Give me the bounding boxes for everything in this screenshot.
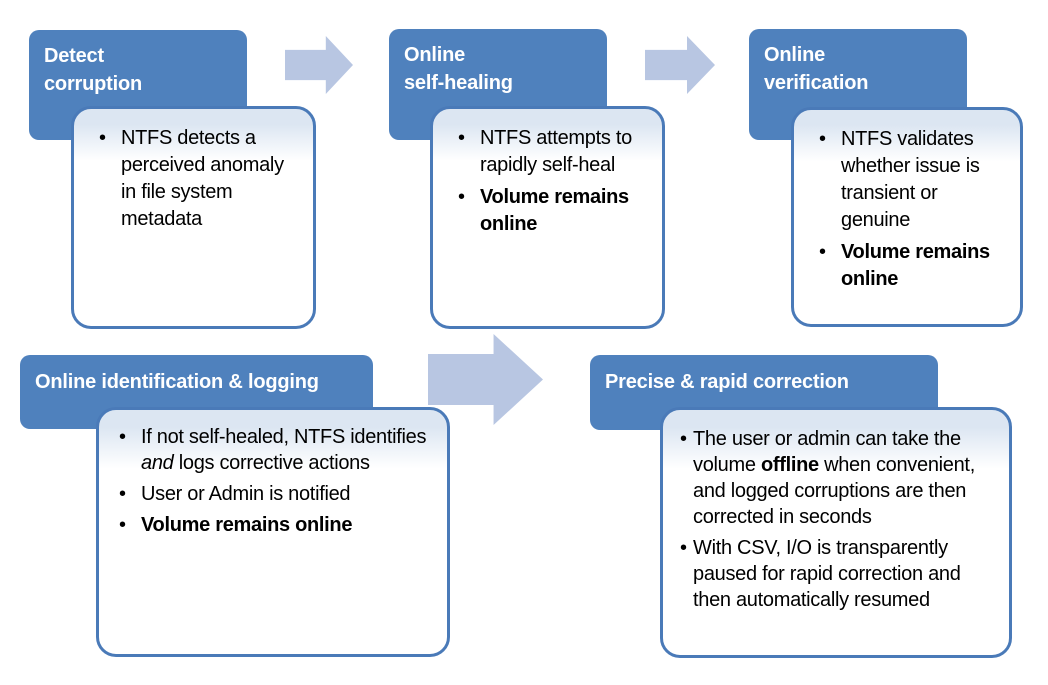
bullet-marker-icon: • [819,241,826,263]
bullet-item: • If not self-healed, NTFS identifies and… [119,424,435,476]
bullet-item: • Volume remains online [458,184,650,238]
bullet-list: • If not self-healed, NTFS identifies and… [119,424,435,538]
step-content-body: • NTFS validates whether issue is transie… [794,110,1020,308]
bullet-item: • Volume remains online [119,512,435,538]
bullet-list: • NTFS validates whether issue is transie… [819,126,1010,293]
bullet-item: • The user or admin can take the volume o… [680,426,999,530]
flow-arrow-right-icon [285,36,353,94]
bullet-text: The user or admin can take the volume of… [693,428,975,528]
step-content-body: • The user or admin can take the volume o… [663,410,1009,628]
bullet-list: • The user or admin can take the volume o… [680,426,999,613]
bullet-marker-icon: • [458,186,465,208]
bullet-item: • NTFS validates whether issue is transie… [819,126,1010,234]
bullet-text: NTFS validates whether issue is transien… [841,128,980,231]
step-content-online-identification-logging: • If not self-healed, NTFS identifies and… [96,407,450,657]
step-content-online-self-healing: • NTFS attempts to rapidly self-heal • Volu… [430,106,665,329]
bullet-item: • Volume remains online [819,239,1010,293]
bullet-text: NTFS attempts to rapidly self-heal [480,127,632,176]
bullet-marker-icon: • [119,483,126,505]
bullet-marker-icon: • [458,127,465,149]
bullet-marker-icon: • [119,514,126,536]
bullet-item: • NTFS attempts to rapidly self-heal [458,125,650,179]
flow-arrow-right-icon [645,36,715,94]
bullet-text: If not self-healed, NTFS identifies and … [141,426,427,474]
step-content-precise-rapid-correction: • The user or admin can take the volume o… [660,407,1012,658]
bullet-list: • NTFS detects a perceived anomaly in fil… [99,125,297,233]
bullet-text: NTFS detects a perceived anomaly in file… [121,127,284,230]
step-content-online-verification: • NTFS validates whether issue is transie… [791,107,1023,327]
bullet-text: Volume remains online [141,514,353,536]
step-content-body: • If not self-healed, NTFS identifies and… [99,410,447,553]
bullet-item: • With CSV, I/O is transparently paused f… [680,535,999,613]
bullet-text: Volume remains online [480,186,629,235]
bullet-marker-icon: • [680,428,687,450]
bullet-list: • NTFS attempts to rapidly self-heal • Volu… [458,125,650,238]
bullet-marker-icon: • [99,127,106,149]
step-content-body: • NTFS detects a perceived anomaly in fil… [74,109,313,248]
bullet-item: • User or Admin is notified [119,481,435,507]
step-content-body: • NTFS attempts to rapidly self-heal • Volu… [433,109,662,253]
bullet-text: With CSV, I/O is transparently paused fo… [693,537,961,611]
bullet-marker-icon: • [819,128,826,150]
bullet-text: User or Admin is notified [141,483,351,505]
bullet-marker-icon: • [680,537,687,559]
bullet-text: Volume remains online [841,241,990,290]
step-content-detect-corruption: • NTFS detects a perceived anomaly in fil… [71,106,316,329]
bullet-item: • NTFS detects a perceived anomaly in fil… [99,125,297,233]
bullet-marker-icon: • [119,426,126,448]
